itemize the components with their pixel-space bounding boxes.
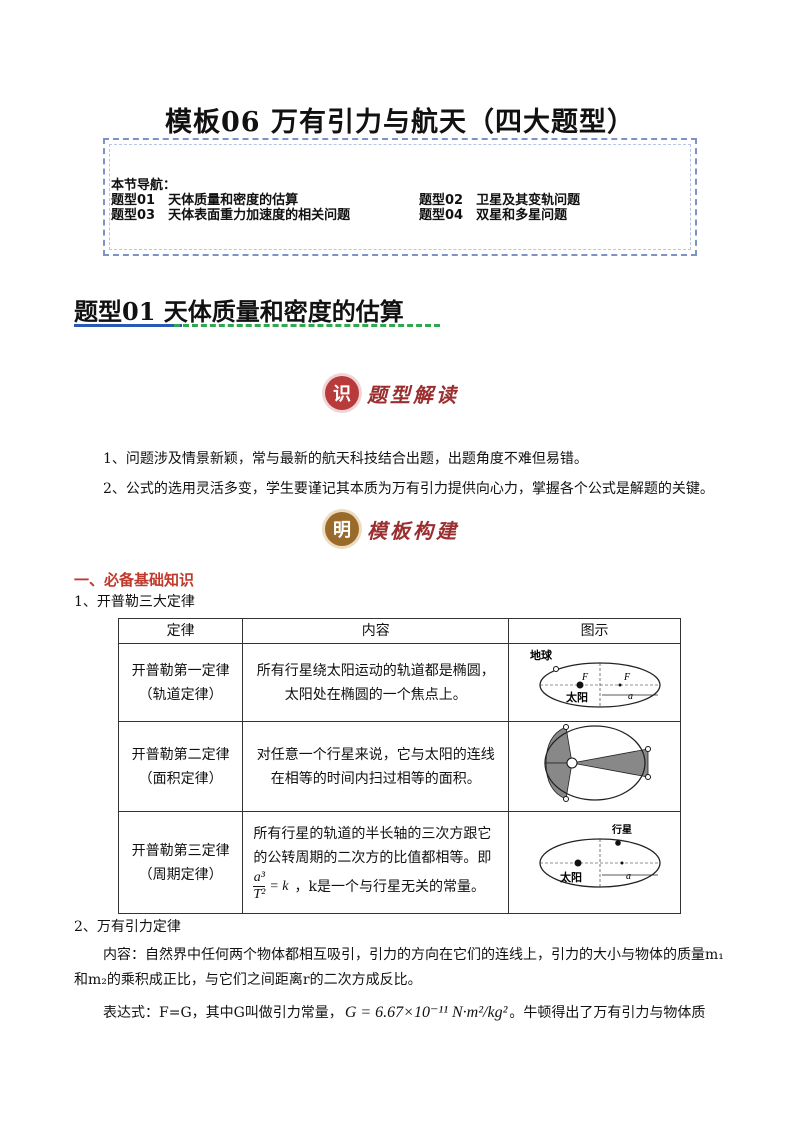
second-law-area-figure [543, 723, 651, 802]
nav-item-type03[interactable]: 题型03 天体表面重力加速度的相关问题 [111, 208, 351, 223]
badge-label: 模板构建 [367, 518, 459, 543]
law-alias: （周期定律） [138, 866, 223, 883]
header-content: 内容 [242, 618, 510, 644]
gravity-expression-suffix: 。牛顿得出了万有引力与物体质 [509, 1005, 706, 1021]
law-content-suffix: ，k是一个与行星无关的常量。 [294, 878, 485, 895]
kepler-heading: 1、开普勒三大定律 [74, 594, 195, 610]
knowledge-heading: 一、必备基础知识 [74, 571, 195, 589]
figure-cell: 地球 太阳 F F a [508, 643, 681, 722]
gravity-heading: 2、万有引力定律 [74, 919, 181, 935]
nav-item-type04[interactable]: 题型04 双星和多星问题 [419, 208, 568, 223]
label-semi-major-axis: a [626, 871, 631, 882]
kepler-laws-table: 定律 内容 图示 开普勒第一定律 （轨道定律） 所有行星绕太阳运动的轨道都是椭圆… [117, 618, 681, 914]
page-title: 模板06 万有引力与航天（四大题型） [165, 107, 635, 138]
gravity-content-line2: 和m₂的乘积成正比，与它们之间距离r的二次方成反比。 [74, 972, 422, 988]
table-row: 开普勒第二定律 （面积定律） 对任意一个行星来说，它与太阳的连线在相等的时间内扫… [117, 721, 681, 812]
header-figure: 图示 [508, 618, 681, 644]
heading-underline-blue [74, 324, 182, 327]
gravity-expression-line: 表达式：F=G，其中G叫做引力常量， G = 6.67×10⁻¹¹ N·m²/k… [103, 1003, 705, 1023]
badge-label: 题型解读 [367, 382, 459, 407]
heading-underline-green [174, 324, 440, 327]
table-header-row: 定律 内容 图示 [117, 618, 681, 644]
table-row: 开普勒第一定律 （轨道定律） 所有行星绕太阳运动的轨道都是椭圆，太阳处在椭圆的一… [117, 643, 681, 722]
badge-question-type: 识 题型解读 [325, 374, 459, 412]
nav-heading: 本节导航： [111, 178, 177, 193]
law-name-cell: 开普勒第二定律 （面积定律） [117, 721, 244, 812]
law-name: 开普勒第二定律 [131, 746, 230, 763]
label-earth: 地球 [530, 648, 553, 662]
law-name-cell: 开普勒第三定律 （周期定律） [117, 811, 244, 914]
formula-kepler-third: a³ T² [253, 870, 266, 902]
nav-item-type02[interactable]: 题型02 卫星及其变轨问题 [419, 193, 581, 208]
gravity-content-line1: 内容：自然界中任何两个物体都相互吸引，引力的方向在它们的连线上，引力的大小与物体… [103, 947, 724, 963]
badge-template-build: 明 模板构建 [325, 510, 459, 548]
nav-item-type01[interactable]: 题型01 天体质量和密度的估算 [111, 193, 299, 208]
label-focus-2: F [623, 672, 631, 683]
law-name-cell: 开普勒第一定律 （轨道定律） [117, 643, 244, 722]
point-2: 2、公式的选用灵活多变，学生要谨记其本质为万有引力提供向心力，掌握各个公式是解题… [103, 481, 714, 497]
gravity-constant-formula: G = 6.67×10⁻¹¹ N·m²/kg² [344, 1004, 508, 1021]
law-name: 开普勒第一定律 [131, 662, 230, 679]
law-content: 所有行星绕太阳运动的轨道都是椭圆，太阳处在椭圆的一个焦点上。 [242, 643, 510, 722]
law-alias: （轨道定律） [138, 686, 223, 703]
label-focus-1: F [581, 672, 589, 683]
section-number: 题型01 [74, 297, 156, 326]
table-row: 开普勒第三定律 （周期定律） 所有行星的轨道的半长轴的三次方跟它的公转周期的二次… [117, 811, 681, 914]
law-content: 对任意一个行星来说，它与太阳的连线在相等的时间内扫过相等的面积。 [242, 721, 510, 812]
gravity-expression-text: 表达式：F=G，其中G叫做引力常量， [103, 1005, 343, 1021]
figure-cell: 行星 太阳 a [508, 811, 681, 914]
badge-seal-icon: 明 [325, 512, 359, 546]
header-law: 定律 [117, 618, 244, 644]
law-alias: （面积定律） [138, 770, 223, 787]
law-name: 开普勒第三定律 [131, 842, 230, 859]
label-sun: 太阳 [565, 690, 588, 704]
section-navigation-box: 本节导航： 题型01 天体质量和密度的估算 题型02 卫星及其变轨问题 题型03… [103, 138, 697, 256]
label-sun: 太阳 [559, 870, 582, 884]
law-content: 所有行星的轨道的半长轴的三次方跟它的公转周期的二次方的比值都相等。即 a³ T²… [242, 811, 510, 914]
section-title: 天体质量和密度的估算 [163, 297, 404, 326]
point-1: 1、问题涉及情景新颖，常与最新的航天科技结合出题，出题角度不难但易错。 [103, 451, 588, 467]
label-semi-major-axis: a [628, 691, 633, 702]
badge-seal-icon: 识 [325, 376, 359, 410]
law-content-text: 所有行星的轨道的半长轴的三次方跟它的公转周期的二次方的比值都相等。即 [253, 826, 492, 866]
section-heading: 题型01 天体质量和密度的估算 [74, 292, 404, 327]
first-law-ellipse-figure: 地球 太阳 F F a [530, 648, 661, 708]
label-planet: 行星 [611, 823, 632, 836]
figure-cell [508, 721, 681, 812]
third-law-ellipse-figure: 行星 太阳 a [538, 823, 661, 888]
